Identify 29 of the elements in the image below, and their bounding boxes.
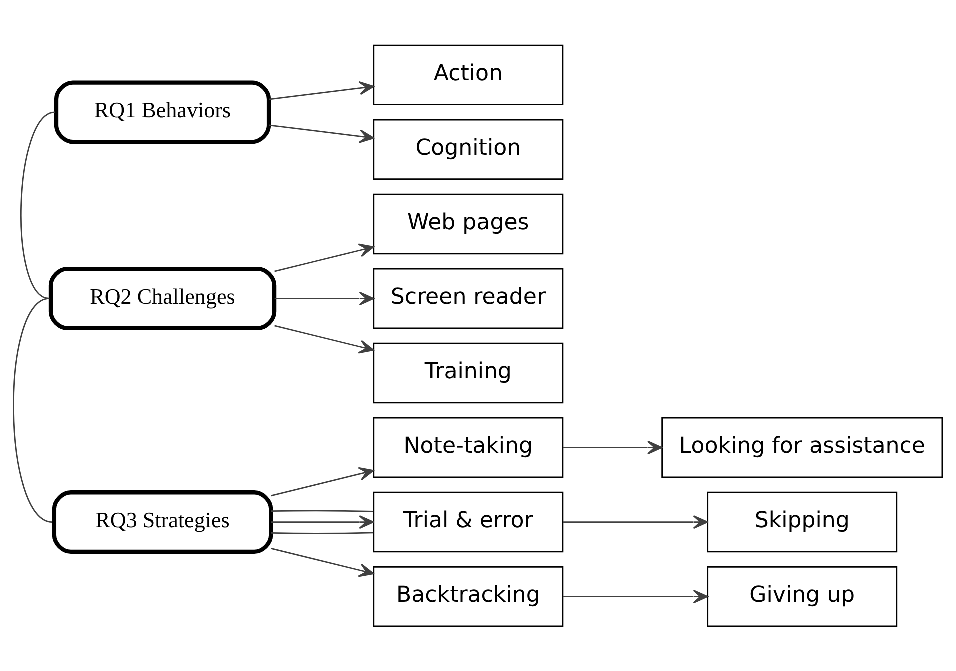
node-box: Looking for assistance: [662, 416, 944, 478]
node-box: Training: [373, 342, 564, 404]
connector: [271, 532, 374, 534]
arrow: [274, 291, 374, 306]
arrow: [271, 514, 374, 529]
arrow: [271, 548, 374, 577]
connector: [13, 298, 53, 522]
node-box: RQ1 Behaviors: [54, 80, 272, 144]
arrow: [269, 81, 374, 100]
node-box: RQ2 Challenges: [48, 266, 277, 330]
node-box: Cognition: [373, 118, 564, 180]
arrow: [563, 440, 663, 454]
arrow: [563, 514, 708, 529]
node-box: RQ3 Strategies: [52, 490, 274, 554]
connector: [271, 510, 374, 512]
arrow: [274, 243, 374, 272]
arrow: [271, 466, 374, 496]
node-box: Trial & error: [373, 491, 564, 552]
arrow: [269, 124, 374, 143]
arrow: [274, 324, 374, 354]
node-box: Web pages: [373, 193, 564, 254]
connector: [20, 111, 56, 299]
node-box: Action: [373, 44, 564, 106]
node-box: Giving up: [707, 566, 898, 627]
node-box: Note-taking: [373, 416, 564, 478]
node-box: Screen reader: [373, 268, 564, 329]
node-box: Skipping: [707, 491, 898, 552]
arrow: [563, 589, 708, 604]
node-box: Backtracking: [373, 566, 564, 627]
